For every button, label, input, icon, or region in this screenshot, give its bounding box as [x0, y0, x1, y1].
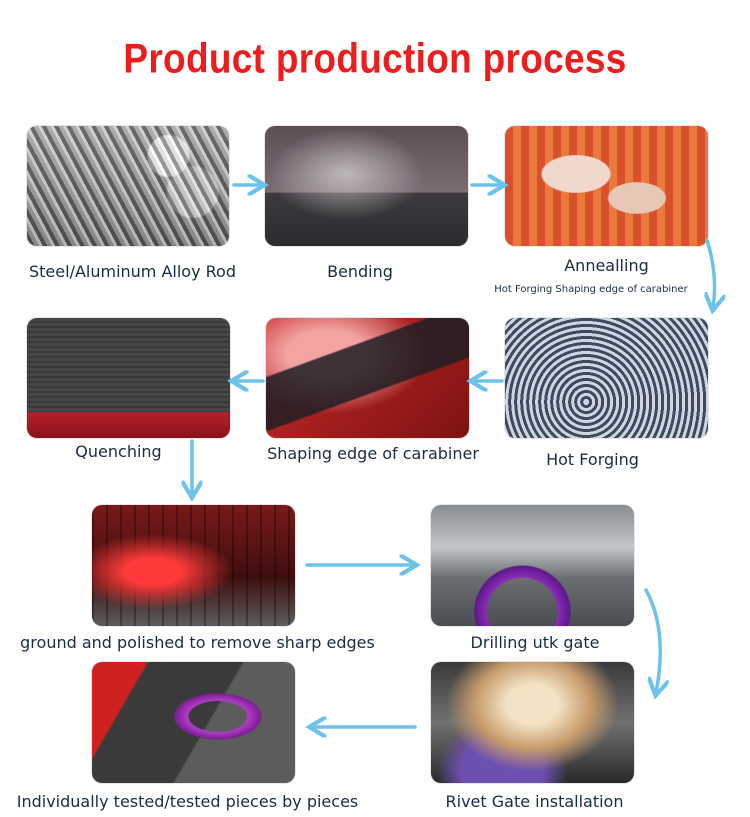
step-label-rivet: Rivet Gate installation — [445, 792, 624, 811]
photo-bending — [265, 126, 468, 246]
step-label-hot-forging: Hot Forging — [546, 450, 639, 469]
arrow-drilling-to-rivet — [644, 588, 660, 693]
step-label-bending: Bending — [327, 262, 393, 281]
step-note-annealing: Hot Forging Shaping edge of carabiner — [494, 284, 688, 295]
arrow-annealing-to-forging — [707, 238, 715, 308]
step-label-rod: Steel/Aluminum Alloy Rod — [29, 262, 236, 281]
step-label-shaping: Shaping edge of carabiner — [267, 444, 479, 463]
photo-annealing — [505, 126, 708, 246]
photo-hot-forging — [505, 318, 708, 438]
step-label-drilling: Drilling utk gate — [470, 633, 600, 652]
photo-testing — [92, 662, 295, 783]
photo-steel-rods — [27, 126, 229, 246]
photo-quenching — [27, 318, 230, 438]
step-label-quenching: Quenching — [75, 442, 162, 461]
photo-grinding — [92, 505, 295, 626]
photo-rivet — [431, 662, 634, 783]
step-label-annealing: Annealling — [564, 256, 649, 275]
photo-drilling — [431, 505, 634, 626]
photo-shaping — [266, 318, 469, 438]
step-label-grinding: ground and polished to remove sharp edge… — [20, 633, 375, 652]
step-label-testing: Individually tested/tested pieces by pie… — [16, 792, 359, 811]
page-title: Product production process — [123, 35, 627, 82]
